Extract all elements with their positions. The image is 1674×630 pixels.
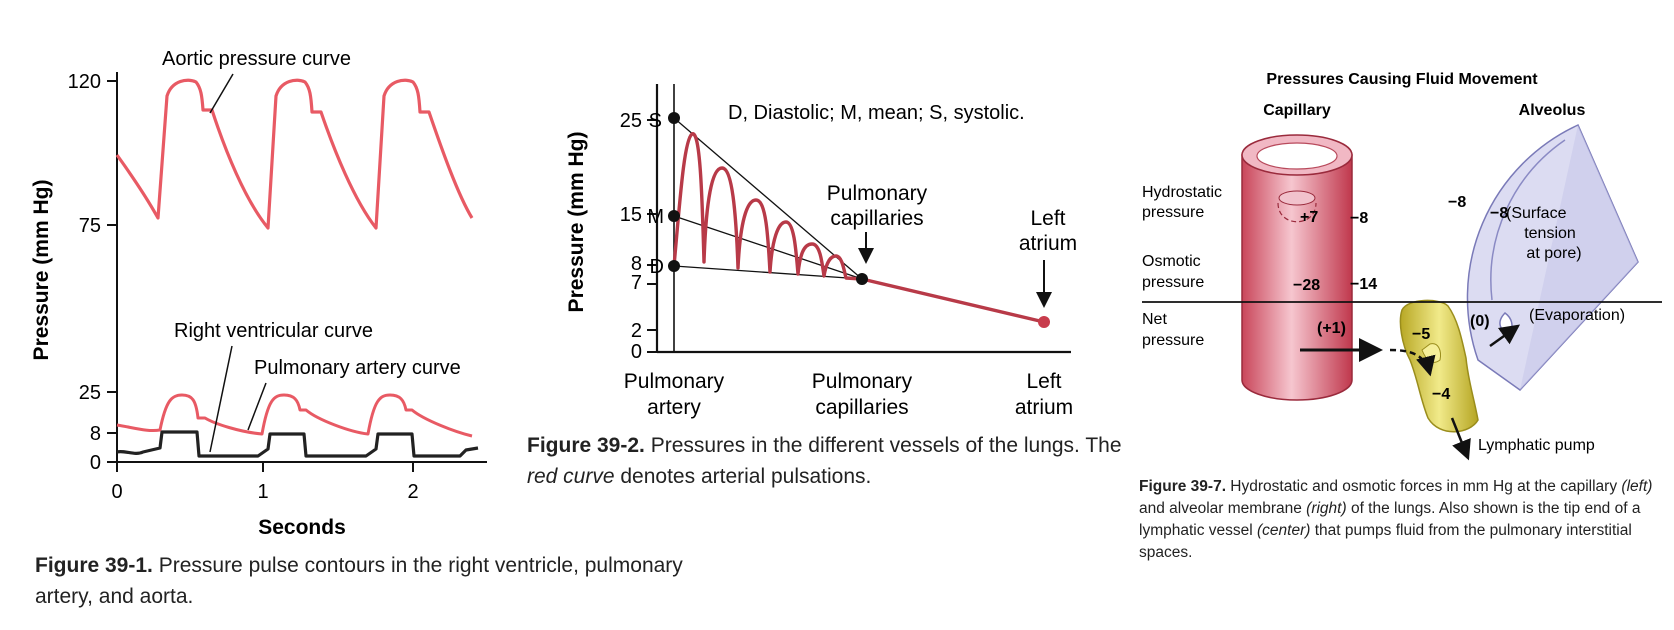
evaporation-label: (Evaporation) xyxy=(1529,307,1625,324)
capillary-vessel xyxy=(1241,154,1353,401)
fig1-xtick-1: 1 xyxy=(257,481,268,503)
point-d-label: D xyxy=(650,256,664,278)
val-zero: (0) xyxy=(1470,313,1490,330)
point-m xyxy=(668,210,680,222)
row-osm-1: Osmotic xyxy=(1142,253,1201,270)
point-s-label: S xyxy=(649,110,662,132)
fig2-ytick-8: 8 xyxy=(631,253,642,275)
point-s xyxy=(668,112,680,124)
right-ventricular-curve xyxy=(116,430,479,458)
figure-39-7: Pressures Causing Fluid Movement Capilla… xyxy=(1142,71,1662,461)
aortic-curve-label: Aortic pressure curve xyxy=(162,48,351,70)
xcat-la-1: Left xyxy=(1026,370,1061,393)
capillary-annot-2: capillaries xyxy=(830,207,923,230)
capillary-to-atrium-line xyxy=(861,277,1045,324)
figure-39-1: 120 75 25 8 0 0 1 2 Seconds Pressure (mm… xyxy=(30,48,487,539)
evaporation-arrow xyxy=(1489,324,1521,348)
lymph-pump-arrow xyxy=(1450,417,1471,461)
fig1-ytick-75: 75 xyxy=(79,215,101,237)
fig2-ytick-0: 0 xyxy=(631,341,642,363)
col-alveolus: Alveolus xyxy=(1519,102,1586,119)
xcat-cap-1: Pulmonary xyxy=(812,370,913,393)
fig3-title: Pressures Causing Fluid Movement xyxy=(1266,71,1538,88)
lymph-flow-arrow xyxy=(1389,348,1436,377)
val-plus1: (+1) xyxy=(1317,320,1346,337)
val-minus8-outer: −8 xyxy=(1448,194,1466,211)
fig2-ytick-7: 7 xyxy=(631,272,642,294)
figure-39-1-caption: Figure 39-1. Pressure pulse contours in … xyxy=(35,554,683,608)
arterial-pulsation-curve xyxy=(672,132,863,281)
fig1-xtick-0: 0 xyxy=(111,481,122,503)
lymph-pump-label: Lymphatic pump xyxy=(1478,437,1595,454)
fig2-ytick-15: 15 xyxy=(620,204,642,226)
val-minus5: −5 xyxy=(1412,326,1430,343)
val-minus28: −28 xyxy=(1293,277,1320,294)
xcat-la-2: atrium xyxy=(1015,396,1073,419)
pa-curve-label: Pulmonary artery curve xyxy=(254,357,461,379)
row-net-1: Net xyxy=(1142,311,1167,328)
col-capillary: Capillary xyxy=(1263,102,1331,119)
figure-39-7-caption: Figure 39-7. Hydrostatic and osmotic for… xyxy=(1139,478,1653,561)
fig2-ytick-25: 25 xyxy=(620,110,642,132)
point-m-label: M xyxy=(647,206,664,228)
rv-curve-label: Right ventricular curve xyxy=(174,320,373,342)
xcat-pa-2: artery xyxy=(647,396,701,419)
row-osm-2: pressure xyxy=(1142,274,1204,291)
fig1-ytick-25: 25 xyxy=(79,382,101,404)
xcat-cap-2: capillaries xyxy=(815,396,908,419)
figure-39-2: 25 15 8 7 2 0 Pressure (mm Hg) S M D D, … xyxy=(565,84,1077,419)
val-minus4: −4 xyxy=(1432,386,1450,403)
atrium-annot-1: Left xyxy=(1030,207,1065,230)
val-minus14: −14 xyxy=(1350,276,1377,293)
fig1-ytick-8: 8 xyxy=(90,423,101,445)
val-minus8-hydro: −8 xyxy=(1350,210,1368,227)
atrium-annot-2: atrium xyxy=(1019,232,1077,255)
fig1-xlabel: Seconds xyxy=(258,516,346,539)
row-net-2: pressure xyxy=(1142,332,1204,349)
surface-1: (Surface xyxy=(1506,205,1567,222)
fig1-ytick-0: 0 xyxy=(90,452,101,474)
row-hydro-1: Hydrostatic xyxy=(1142,184,1222,201)
xcat-pa-1: Pulmonary xyxy=(624,370,725,393)
surface-2: tension xyxy=(1524,225,1576,242)
figure-39-2-caption: Figure 39-2. Pressures in the different … xyxy=(527,434,1122,488)
fig1-ylabel: Pressure (mm Hg) xyxy=(30,180,53,361)
pulmonary-artery-curve xyxy=(116,393,473,438)
lymphatic-vessel xyxy=(1399,299,1479,433)
val-minus8-inner: −8 xyxy=(1490,205,1508,222)
surface-3: at pore) xyxy=(1526,245,1581,262)
fig1-xtick-2: 2 xyxy=(407,481,418,503)
fig2-legend: D, Diastolic; M, mean; S, systolic. xyxy=(728,102,1025,124)
fig2-ytick-2: 2 xyxy=(631,320,642,342)
aortic-pressure-curve xyxy=(115,78,474,230)
row-hydro-2: pressure xyxy=(1142,204,1204,221)
point-capillary xyxy=(856,273,868,285)
point-left-atrium xyxy=(1038,316,1050,328)
capillary-annot-1: Pulmonary xyxy=(827,182,928,205)
val-plus7: +7 xyxy=(1300,209,1318,226)
point-d xyxy=(668,260,680,272)
fig1-ytick-120: 120 xyxy=(68,71,101,93)
fig2-ylabel: Pressure (mm Hg) xyxy=(565,132,588,313)
